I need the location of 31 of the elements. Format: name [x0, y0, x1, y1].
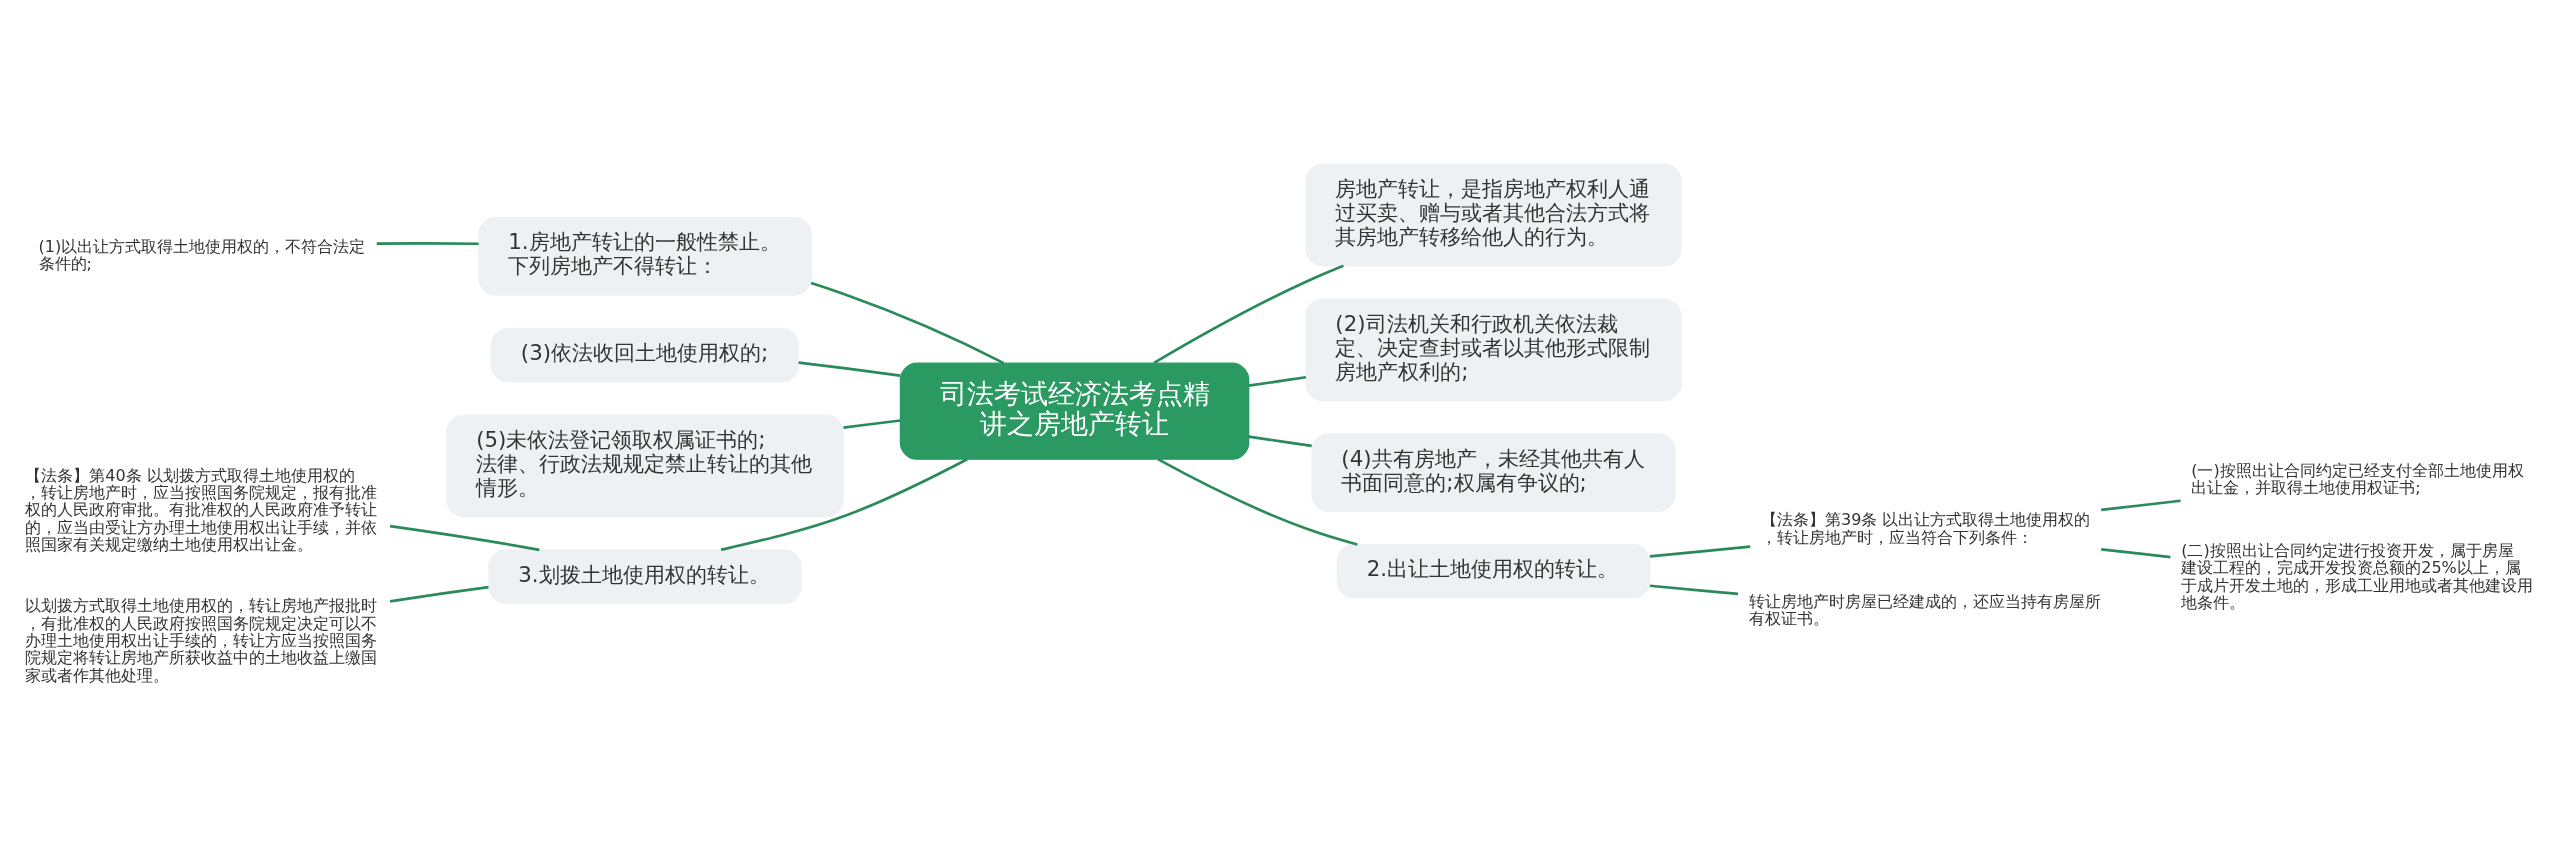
connector	[376, 242, 479, 246]
node-box: (3)依法收回土地使用权的;	[490, 327, 800, 383]
connector	[2101, 548, 2171, 559]
node-text: (1)以出让方式取得土地使用权的，不符合法定条件的;	[38, 236, 366, 274]
node-text: (一)按照出让合同约定已经支付全部土地使用权出让金，并取得土地使用权证书;	[2191, 461, 2524, 498]
connector	[810, 281, 1005, 365]
node-text: 【法条】第39条 以出让方式取得土地使用权的，转让房地产时，应当符合下列条件：	[1760, 510, 2091, 547]
connector	[798, 361, 901, 377]
node-text: 以划拨方式取得土地使用权的，转让房地产报批时，有批准权的人民政府按照国务院规定决定可以不办理土地使用权出让手续的，转让方应当按照国务院规定将转让房地产所获收益中的土地收益上缴国家或者作其他处理。	[25, 596, 378, 685]
connector	[389, 585, 489, 603]
node-box: 房地产转让，是指房地产权利人通过买卖、赠与或者其他合法方式将其房地产转移给他人的行为。	[1305, 163, 1682, 267]
connector	[1248, 435, 1312, 448]
node-box: 1.房地产转让的一般性禁止。下列房地产不得转让：	[478, 217, 812, 296]
node-box: 司法考试经济法考点精讲之房地产转让	[899, 362, 1250, 460]
connector	[1649, 584, 1739, 596]
connector	[843, 419, 901, 429]
connector	[1153, 264, 1344, 364]
node-box: 3.划拨土地使用权的转让。	[488, 549, 802, 604]
node-box: 2.出让土地使用权的转让。	[1336, 543, 1651, 599]
node-box: (2)司法机关和行政机关依法裁定、决定查封或者以其他形式限制房地产权利的;	[1305, 298, 1682, 402]
connector	[1157, 458, 1358, 546]
connector	[2101, 499, 2181, 512]
node-text: 转让房地产时房屋已经建成的，还应当持有房屋所有权证书。	[1748, 591, 2101, 629]
connector	[1248, 375, 1307, 387]
node-box: (4)共有房地产，未经其他共有人书面同意的;权属有争议的;	[1311, 433, 1676, 512]
connector	[720, 458, 968, 552]
connector	[1649, 545, 1751, 558]
node-text: 【法条】第40条 以划拨方式取得土地使用权的，转让房地产时，应当按照国务院规定，报有批准权的人民政府审批。有批准权的人民政府准予转让的，应当由受让方办理土地使用权出让手续，并依照国家有关规定缴纳土地使用权出让金。	[25, 465, 378, 555]
connector	[389, 524, 540, 552]
node-box: (5)未依法登记领取权属证书的;法律、行政法规规定禁止转让的其他情形。	[446, 414, 844, 518]
node-text: (二)按照出让合同约定进行投资开发，属于房屋建设工程的，完成开发投资总额的25%以上，属于成片开发土地的，形成工业用地或者其他建设用地条件。	[2181, 541, 2534, 613]
